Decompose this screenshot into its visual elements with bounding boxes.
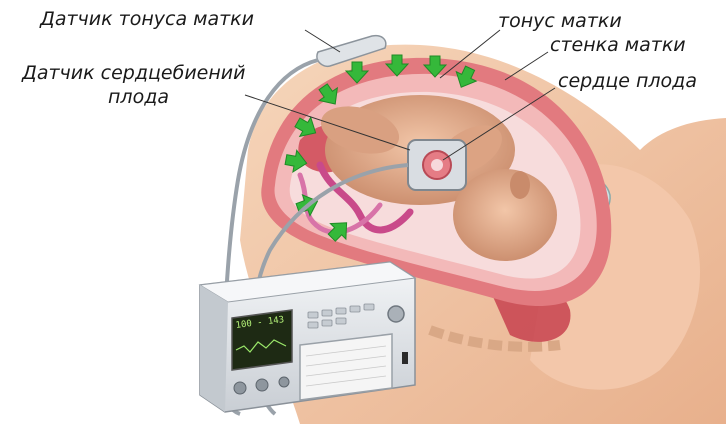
label-uterine-wall: стенка матки (550, 34, 686, 56)
label-fetal-heart-sensor: Датчик сердцебиений (22, 62, 245, 84)
control-knob (388, 306, 404, 322)
status-led (402, 352, 408, 364)
fetus-head (453, 169, 557, 261)
connector (256, 379, 268, 391)
fetus-ear (510, 171, 530, 199)
label-uterine-tone: тонус матки (498, 10, 622, 32)
device-side (200, 285, 228, 412)
ctg-monitor (200, 262, 415, 412)
leader-tone-sensor (305, 30, 340, 52)
label-fetal-heart: сердце плода (558, 70, 697, 92)
label-uterine-tone-sensor: Датчик тонуса матки (40, 8, 254, 30)
label-fetal-heart-sensor-line2: плода (108, 86, 169, 108)
connector (234, 382, 246, 394)
connector (279, 377, 289, 387)
fetal-heart-core (431, 159, 443, 171)
